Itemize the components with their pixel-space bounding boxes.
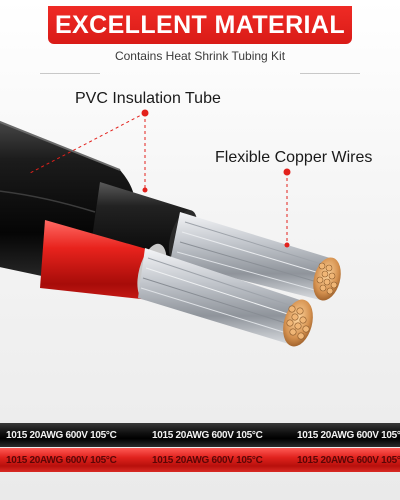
divider-left (40, 73, 100, 74)
red-cable-strip (0, 448, 400, 472)
callout-leader-insulation (29, 109, 149, 193)
black-cable-strip (0, 423, 400, 447)
cable-print-black-2: 1015 20AWG 600V 105°C (152, 430, 263, 441)
callout-insulation: PVC Insulation Tube (75, 90, 221, 107)
cable-print-red-1: 1015 20AWG 600V 105°C (6, 455, 117, 466)
title-banner (48, 6, 352, 44)
black-wire-strands (170, 212, 330, 300)
callout-copper: Flexible Copper Wires (215, 149, 373, 166)
black-wire-copper-end (313, 257, 341, 301)
subtitle: Contains Heat Shrink Tubing Kit (114, 49, 286, 63)
cable-print-red-2: 1015 20AWG 600V 105°C (152, 455, 263, 466)
page-title: EXCELLENT MATERIAL (54, 11, 346, 39)
cable-print-black-1: 1015 20AWG 600V 105°C (6, 430, 117, 441)
red-wire-copper-end (283, 299, 313, 347)
cable-print-red-3: 1015 20AWG 600V 105°C (297, 455, 400, 466)
callout-leader-copper (283, 168, 291, 248)
divider-right (300, 73, 360, 74)
red-wire-strands (138, 248, 300, 345)
cable-print-black-3: 1015 20AWG 600V 105°C (297, 430, 400, 441)
